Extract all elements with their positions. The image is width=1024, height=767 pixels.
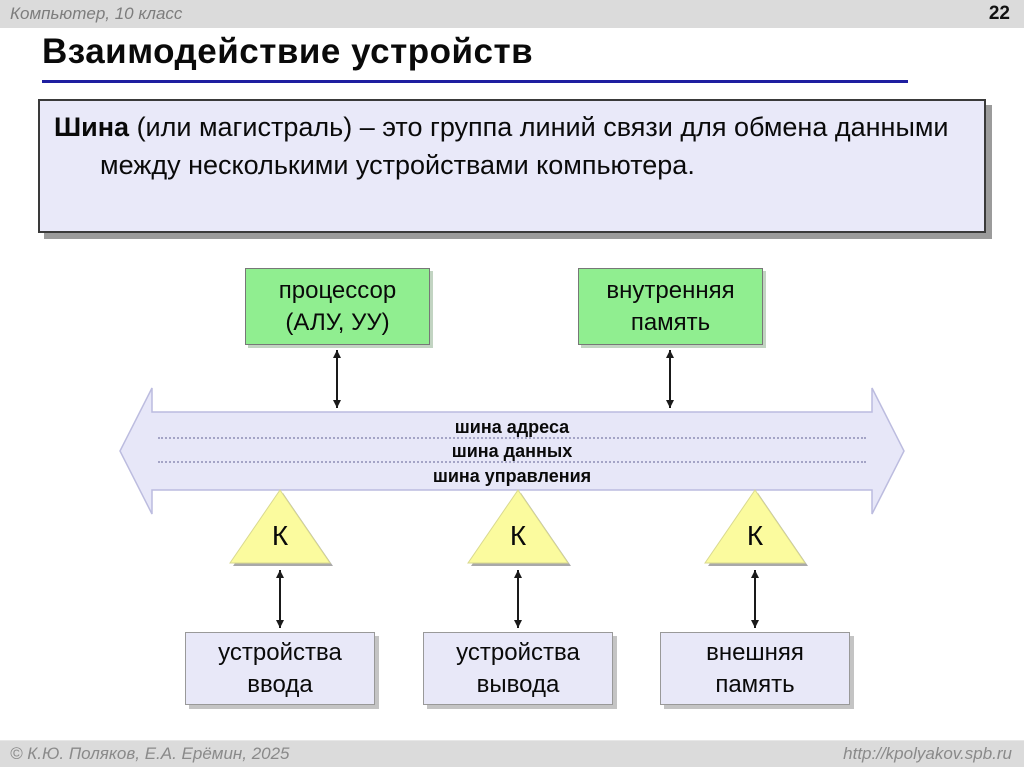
processor-box-line1: процессор [278, 277, 397, 305]
title-underline [42, 80, 908, 83]
output-devices-line2: вывода [476, 670, 560, 698]
controller-label: К [509, 520, 527, 551]
output-devices-box: устройства вывода [423, 632, 613, 705]
controller-label: К [746, 520, 764, 551]
internal-memory-line1: внутренняя [606, 277, 735, 305]
input-devices-line2: ввода [247, 670, 313, 698]
input-devices-box: устройства ввода [185, 632, 375, 705]
definition-text: Шина (или магистраль) – это группа линий… [54, 108, 970, 185]
bus-separator [158, 461, 866, 463]
course-label: Компьютер, 10 класс [10, 4, 183, 23]
bus-separator [158, 437, 866, 439]
bus-arrow [119, 387, 905, 515]
copyright-label: © К.Ю. Поляков, Е.А. Ерёмин, 2025 [10, 744, 290, 763]
bus-labels: шина адреса шина данных шина управления [152, 411, 872, 491]
bus-label-data: шина данных [451, 441, 573, 461]
slide-title: Взаимодействие устройств [42, 32, 534, 71]
controller-triangle-external [704, 489, 806, 564]
external-memory-box: внешняя память [660, 632, 850, 705]
internal-memory-line2: память [630, 308, 711, 336]
page-number: 22 [988, 3, 1010, 24]
site-url[interactable]: http://kpolyakov.spb.ru [843, 744, 1012, 763]
definition-term: Шина [54, 112, 130, 142]
definition-rest: (или магистраль) – это группа линий связ… [100, 112, 949, 181]
controller-triangle-output [467, 489, 569, 564]
external-memory-line2: память [715, 670, 795, 698]
internal-memory-box: внутренняя память [578, 268, 763, 345]
definition-box: Шина (или магистраль) – это группа линий… [38, 99, 986, 233]
footer-bar: © К.Ю. Поляков, Е.А. Ерёмин, 2025 http:/… [0, 740, 1024, 767]
external-memory-line1: внешняя [706, 639, 804, 667]
processor-box-line2: (АЛУ, УУ) [285, 308, 390, 336]
controller-label: К [271, 520, 289, 551]
input-devices-line1: устройства [218, 639, 342, 667]
processor-box: процессор (АЛУ, УУ) [245, 268, 430, 345]
bus-label-control: шина управления [432, 465, 592, 486]
controller-triangle-input [229, 489, 331, 564]
bus-label-address: шина адреса [454, 416, 570, 437]
output-devices-line1: устройства [456, 639, 580, 667]
header-bar: Компьютер, 10 класс 22 [0, 0, 1024, 28]
